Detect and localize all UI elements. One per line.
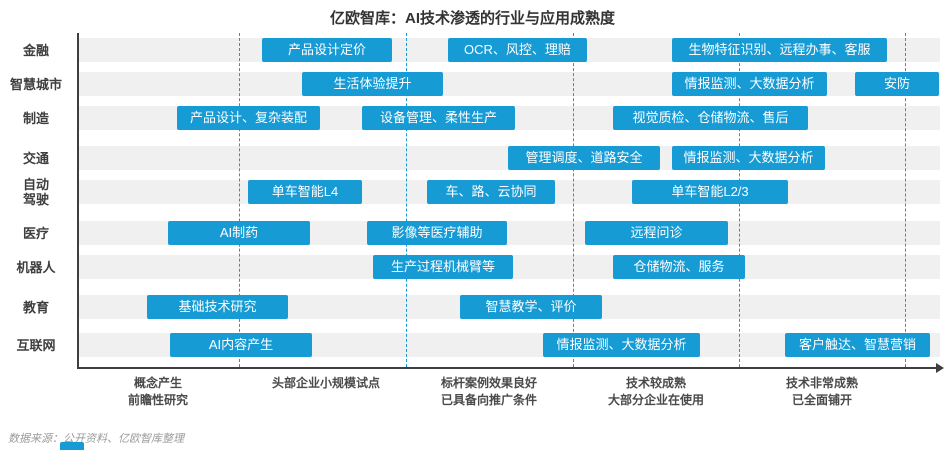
- stage-label: 标杆案例效果良好 已具备向推广条件: [440, 376, 537, 407]
- maturity-bar: 视觉质检、仓储物流、售后: [613, 106, 808, 130]
- stage-label: 技术较成熟 大部分企业在使用: [607, 376, 704, 407]
- chart-title: 亿欧智库：AI技术渗透的行业与应用成熟度: [329, 10, 615, 27]
- industry-label: 医疗: [22, 225, 49, 241]
- maturity-bar: 产品设计、复杂装配: [177, 106, 320, 130]
- x-axis-arrowhead: [936, 363, 944, 373]
- maturity-bar: 安防: [855, 72, 939, 96]
- stage-boundary-dashed-line: [573, 33, 574, 367]
- industry-label: 金融: [22, 42, 49, 58]
- stage-boundary-dashed-line: [905, 33, 906, 367]
- y-axis-line: [77, 33, 79, 369]
- stage-label: 头部企业小规模试点: [271, 376, 380, 390]
- maturity-bar: 影像等医疗辅助: [367, 221, 507, 245]
- stage-boundary-dashed-line: [406, 33, 407, 367]
- industry-label: 制造: [22, 110, 49, 126]
- maturity-bar: 单车智能L2/3: [632, 180, 788, 204]
- maturity-bar: 客户触达、智慧营销: [785, 333, 930, 357]
- data-source-note: 数据来源：公开资料、亿欧智库整理: [8, 433, 184, 445]
- industry-label: 教育: [22, 299, 49, 315]
- maturity-bar: 生活体验提升: [302, 72, 443, 96]
- maturity-bar: 基础技术研究: [147, 295, 288, 319]
- maturity-bar: 智慧教学、评价: [460, 295, 602, 319]
- maturity-bar: OCR、风控、理赔: [448, 38, 587, 62]
- maturity-bar: 情报监测、大数据分析: [543, 333, 700, 357]
- maturity-bar: 车、路、云协同: [427, 180, 555, 204]
- industry-label: 智慧城市: [9, 76, 62, 92]
- maturity-bar: 情报监测、大数据分析: [672, 72, 827, 96]
- maturity-bar: 管理调度、道路安全: [508, 146, 660, 170]
- industry-label: 机器人: [16, 259, 56, 275]
- maturity-bar: 情报监测、大数据分析: [672, 146, 825, 170]
- industry-label: 互联网: [16, 337, 56, 353]
- x-axis-line: [77, 367, 936, 369]
- brand-logo-mark: [60, 442, 84, 450]
- stage-label: 概念产生 前瞻性研究: [127, 376, 188, 407]
- maturity-bar: 仓储物流、服务: [613, 255, 745, 279]
- industry-label: 交通: [22, 150, 49, 166]
- maturity-bar: 生物特征识别、远程办事、客服: [672, 38, 887, 62]
- maturity-bar: 产品设计定价: [262, 38, 392, 62]
- maturity-bar: 生产过程机械臂等: [373, 255, 513, 279]
- industry-label: 自动 驾驶: [22, 177, 49, 207]
- maturity-bar: AI制药: [168, 221, 310, 245]
- maturity-bar: 设备管理、柔性生产: [362, 106, 515, 130]
- stage-label: 技术非常成熟 已全面铺开: [785, 376, 858, 407]
- maturity-bar: AI内容产生: [170, 333, 312, 357]
- maturity-bar: 远程问诊: [585, 221, 728, 245]
- maturity-bar: 单车智能L4: [248, 180, 362, 204]
- stage-boundary-dashed-line: [239, 33, 240, 367]
